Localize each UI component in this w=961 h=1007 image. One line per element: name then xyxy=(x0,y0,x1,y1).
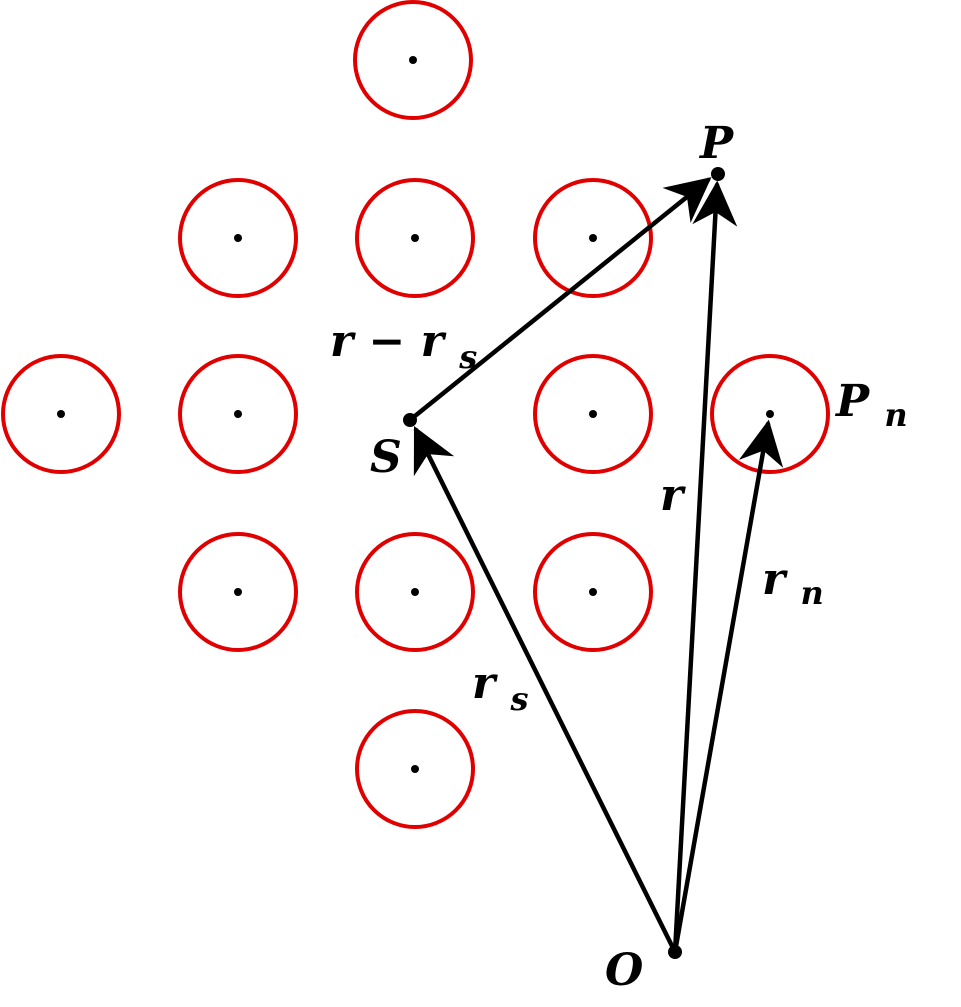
lattice-dot xyxy=(589,410,597,418)
lattice-ring xyxy=(533,354,653,474)
point-p xyxy=(711,167,725,181)
vector-rs xyxy=(413,425,678,955)
lattice-ring-pn xyxy=(710,354,830,474)
label-r-minus-rs: r − r s xyxy=(330,316,477,376)
lattice-rings xyxy=(1,0,830,829)
label-pn-base: P xyxy=(834,376,871,427)
lattice-ring xyxy=(353,0,473,120)
key-points xyxy=(403,167,725,959)
lattice-ring xyxy=(1,354,121,474)
lattice-dot xyxy=(57,410,65,418)
label-rn: r n xyxy=(762,554,824,612)
lattice-ring xyxy=(178,354,298,474)
lattice-ring xyxy=(355,532,475,652)
point-s xyxy=(403,413,417,427)
label-s: S xyxy=(370,432,402,483)
lattice-dot xyxy=(409,56,417,64)
vector-rn xyxy=(672,419,784,955)
vectors xyxy=(407,177,784,955)
lattice-dot xyxy=(411,765,419,773)
label-p: P xyxy=(698,118,735,169)
vector-r xyxy=(672,180,738,955)
lattice-ring xyxy=(178,532,298,652)
label-rn-base: r xyxy=(762,554,788,605)
lattice-ring xyxy=(355,709,475,829)
point-o xyxy=(668,945,682,959)
label-rs-base: r xyxy=(472,658,498,709)
label-r-minus-rs-sub: s xyxy=(458,338,477,376)
label-o: O xyxy=(605,945,643,996)
lattice-ring xyxy=(178,178,298,298)
label-pn: P n xyxy=(834,376,908,434)
lattice-dot xyxy=(411,588,419,596)
lattice-dot xyxy=(411,234,419,242)
lattice-dot xyxy=(234,234,242,242)
lattice-ring xyxy=(355,178,475,298)
vector-r-minus-rs xyxy=(407,177,712,423)
label-r: r xyxy=(660,470,686,521)
lattice-dot xyxy=(589,588,597,596)
lattice-ring xyxy=(533,178,653,298)
label-rs-sub: s xyxy=(510,680,529,718)
label-pn-sub: n xyxy=(884,396,907,434)
lattice-dot xyxy=(589,234,597,242)
label-rn-sub: n xyxy=(801,574,824,612)
label-r-minus-rs-base: r − r xyxy=(330,316,447,367)
label-rs: r s xyxy=(472,658,529,718)
labels: P P n S O r r n r s r − r s xyxy=(330,118,908,996)
lattice-dots xyxy=(57,56,774,773)
lattice-ring xyxy=(533,532,653,652)
lattice-dot-pn xyxy=(766,410,774,418)
lattice-dot xyxy=(234,410,242,418)
lattice-dot xyxy=(234,588,242,596)
